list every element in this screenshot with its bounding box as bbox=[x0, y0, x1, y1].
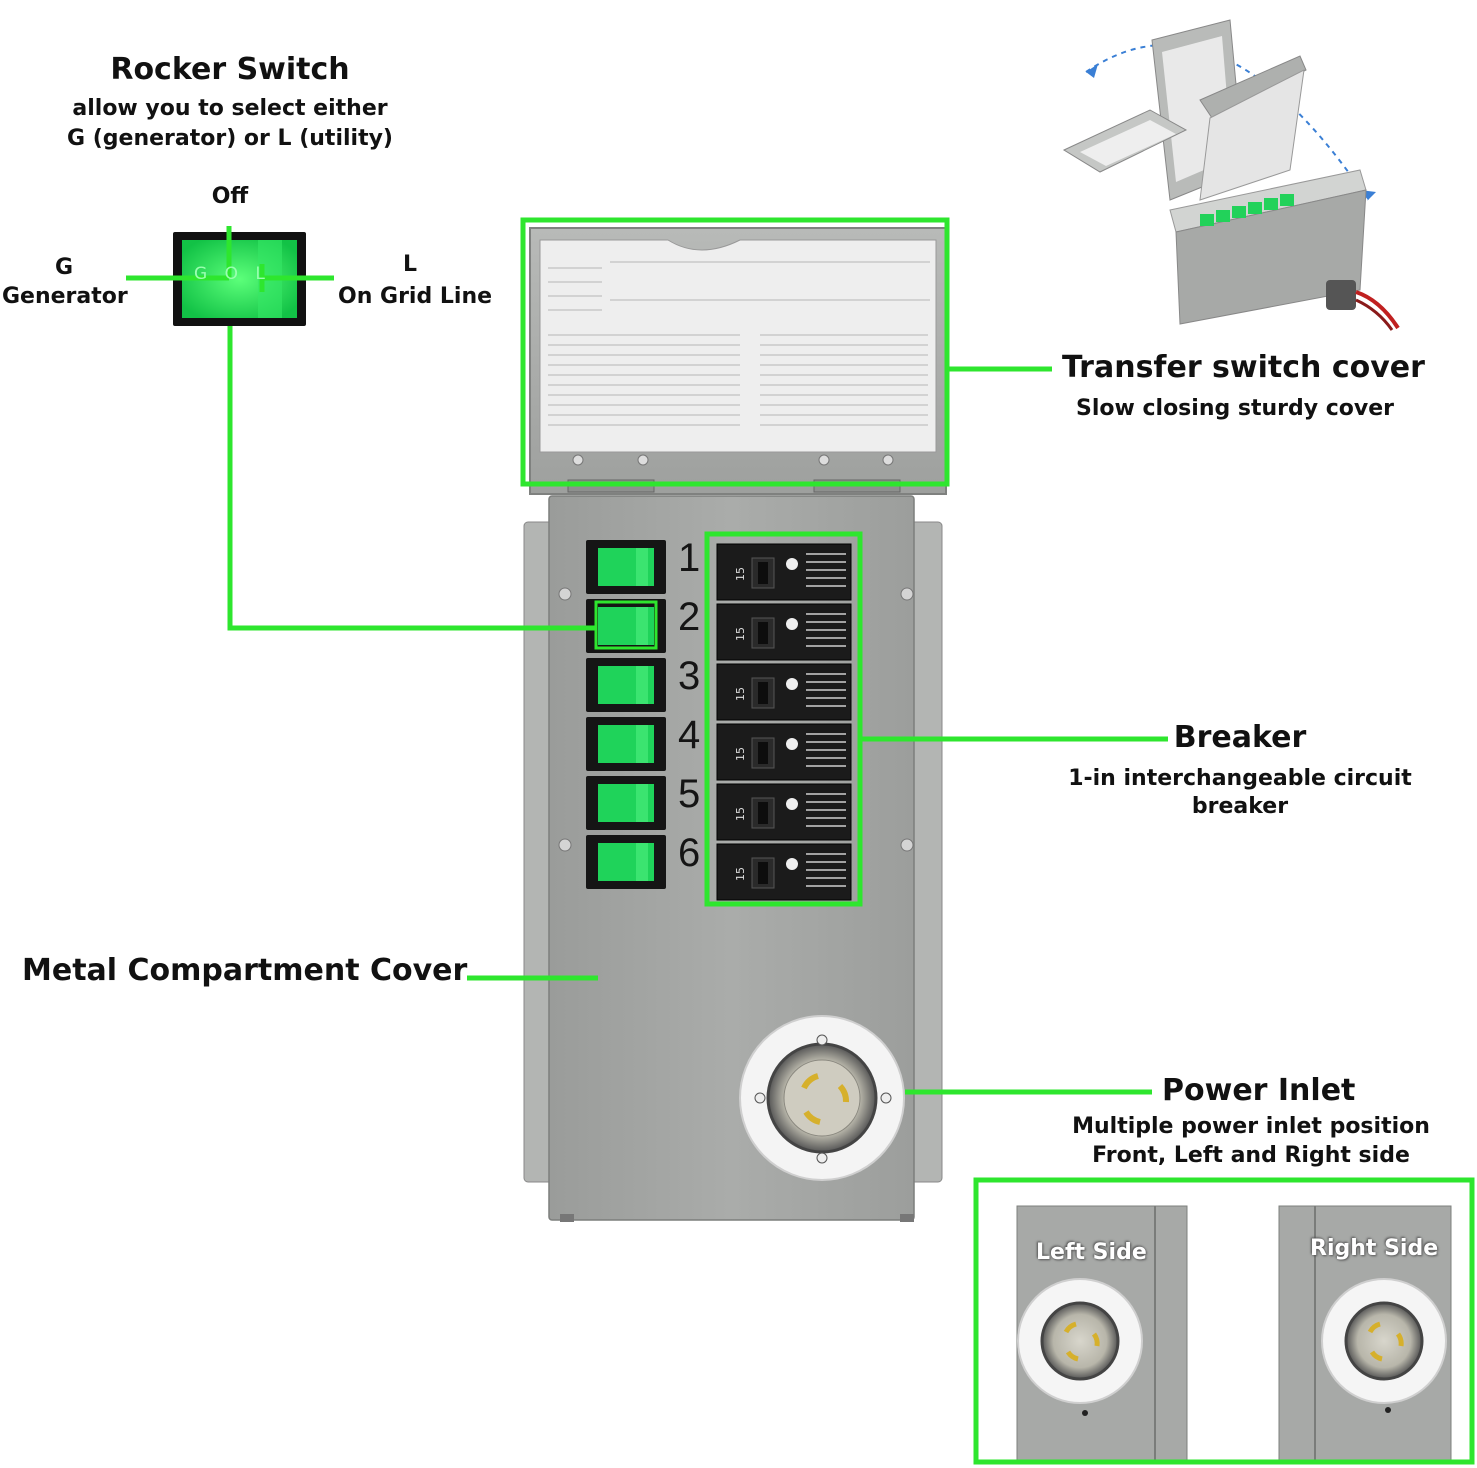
inlet-prong bbox=[803, 1110, 821, 1125]
rocker-switch-subtitle-1: allow you to select either bbox=[72, 96, 388, 121]
breaker-rating: 15 bbox=[734, 567, 747, 581]
breaker-rating: 15 bbox=[734, 807, 747, 821]
l-grid-label: On Grid Line bbox=[338, 284, 493, 309]
screw bbox=[880, 1092, 892, 1104]
lid-swing-arc bbox=[1085, 43, 1369, 201]
transfer-cover-title: Transfer switch cover bbox=[1062, 350, 1425, 385]
circuit-number: 1 bbox=[678, 536, 701, 580]
power-inlet-title: Power Inlet bbox=[1162, 1073, 1356, 1108]
circuit-number: 5 bbox=[678, 772, 701, 816]
g-letter: G bbox=[54, 255, 74, 280]
circuit-number: 3 bbox=[678, 654, 701, 698]
inlet-prong bbox=[801, 1073, 820, 1090]
breaker-rating: 15 bbox=[734, 867, 747, 881]
breaker-3[interactable]: 15 bbox=[716, 663, 852, 721]
breaker-rating: 15 bbox=[734, 687, 747, 701]
g-generator-label: Generator bbox=[2, 284, 128, 309]
breaker-subtitle-2: breaker bbox=[1191, 794, 1289, 819]
rocker-switch-6[interactable] bbox=[586, 835, 666, 889]
breaker-rating: 15 bbox=[734, 627, 747, 641]
screw bbox=[900, 587, 914, 601]
lid-rivet bbox=[637, 454, 649, 466]
off-label: Off bbox=[211, 184, 249, 209]
screw bbox=[816, 1034, 828, 1046]
rocker-switch-column bbox=[586, 540, 666, 889]
screw bbox=[558, 587, 572, 601]
rocker-switch-1[interactable] bbox=[586, 540, 666, 594]
lid-label-text-lines bbox=[548, 261, 930, 426]
foot bbox=[560, 1214, 574, 1222]
rocker-switch-title: Rocker Switch bbox=[110, 52, 350, 87]
left-side-inlet-plug bbox=[1040, 1301, 1120, 1381]
l-letter: L bbox=[402, 252, 418, 277]
isometric-product-view bbox=[1062, 19, 1400, 331]
breaker-6[interactable]: 15 bbox=[716, 843, 852, 901]
metal-cover-title: Metal Compartment Cover bbox=[22, 953, 468, 988]
transfer-cover-subtitle: Slow closing sturdy cover bbox=[1076, 396, 1395, 421]
circuit-number: 6 bbox=[678, 831, 701, 875]
rocker-switch-3[interactable] bbox=[586, 658, 666, 712]
rocker-switch-5[interactable] bbox=[586, 776, 666, 830]
rocker-switch-2[interactable] bbox=[586, 599, 666, 653]
screw bbox=[558, 838, 572, 852]
lid-rivet bbox=[882, 454, 894, 466]
screw bbox=[900, 838, 914, 852]
breaker-column: 15 15 15 15 15 15 bbox=[716, 543, 852, 901]
breaker-2[interactable]: 15 bbox=[716, 603, 852, 661]
screw bbox=[816, 1152, 828, 1164]
right-side-inlet-plug bbox=[1344, 1301, 1424, 1381]
power-inlet-subtitle-1: Multiple power inlet position bbox=[1072, 1114, 1430, 1139]
right-side-label: Right Side bbox=[1310, 1236, 1439, 1261]
screw bbox=[754, 1092, 766, 1104]
rocker-switch-glyph: G O L bbox=[194, 264, 271, 284]
callout-lines bbox=[126, 217, 1475, 1465]
power-inlet-subtitle-2: Front, Left and Right side bbox=[1092, 1143, 1410, 1168]
circuit-number: 2 bbox=[678, 595, 701, 639]
lid-rivet bbox=[572, 454, 584, 466]
breaker-1[interactable]: 15 bbox=[716, 543, 852, 601]
left-side-label: Left Side bbox=[1036, 1240, 1147, 1265]
circuit-number: 4 bbox=[678, 713, 701, 757]
power-inlet-face bbox=[783, 1059, 861, 1137]
inlet-prong bbox=[837, 1083, 849, 1103]
lid-label-sheet bbox=[539, 239, 937, 453]
breaker-5[interactable]: 15 bbox=[716, 783, 852, 841]
breaker-rating: 15 bbox=[734, 747, 747, 761]
rocker-switch-subtitle-2: G (generator) or L (utility) bbox=[67, 126, 393, 151]
rocker-switch-4[interactable] bbox=[586, 717, 666, 771]
foot bbox=[900, 1214, 914, 1222]
breaker-4[interactable]: 15 bbox=[716, 723, 852, 781]
breaker-title: Breaker bbox=[1173, 720, 1307, 755]
breaker-subtitle-1: 1-in interchangeable circuit bbox=[1068, 766, 1412, 791]
lid-rivet bbox=[818, 454, 830, 466]
